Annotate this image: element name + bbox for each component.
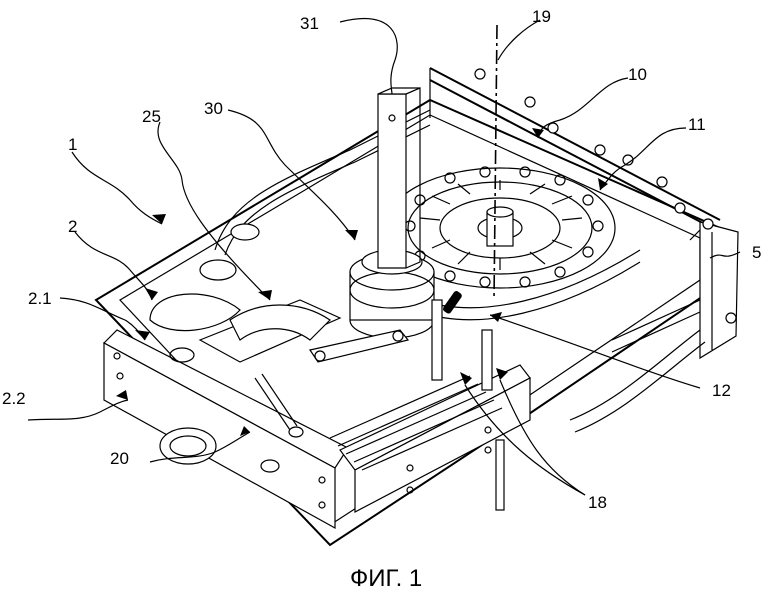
label-2-1: 2.1 — [28, 289, 52, 308]
label-30: 30 — [204, 99, 223, 118]
label-18: 18 — [588, 493, 607, 512]
label-25: 25 — [142, 107, 161, 126]
label-1: 1 — [68, 135, 77, 154]
label-10: 10 — [628, 65, 647, 84]
label-19: 19 — [532, 7, 551, 26]
label-5: 5 — [752, 243, 761, 262]
front-plate — [104, 330, 348, 528]
label-2-2: 2.2 — [2, 389, 26, 408]
sensor-12 — [442, 290, 463, 315]
label-31: 31 — [300, 14, 319, 33]
label-2: 2 — [68, 217, 77, 236]
figure-caption: ФИГ. 1 — [350, 565, 422, 592]
label-12: 12 — [712, 381, 731, 400]
right-end-block — [690, 222, 738, 358]
label-20: 20 — [110, 449, 129, 468]
label-11: 11 — [688, 115, 706, 134]
